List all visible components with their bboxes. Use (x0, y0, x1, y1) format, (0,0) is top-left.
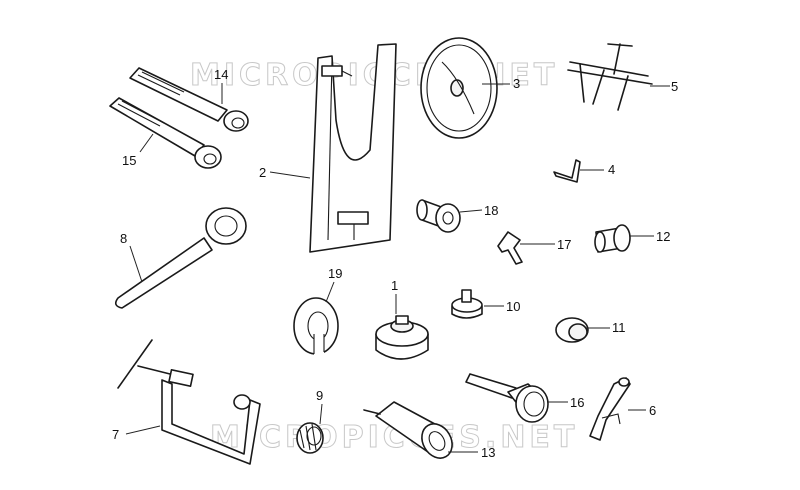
callout-3: 3 (513, 76, 520, 91)
part-8-spanner (114, 207, 247, 309)
leader-19 (325, 281, 335, 303)
leader-7 (125, 425, 161, 435)
callout-12: 12 (656, 229, 670, 244)
callout-14: 14 (214, 67, 228, 82)
callout-10: 10 (506, 299, 520, 314)
callout-15: 15 (122, 153, 136, 168)
callout-6: 6 (649, 403, 656, 418)
part-19-washer (293, 297, 339, 356)
callout-16: 16 (570, 395, 584, 410)
part-6-gear-lever (589, 377, 631, 441)
part-12-pin (594, 224, 631, 253)
callout-1: 1 (391, 278, 398, 293)
part-13-cylinder (363, 401, 453, 459)
callout-9: 9 (316, 388, 323, 403)
callout-19: 19 (328, 266, 342, 281)
callout-8: 8 (120, 231, 127, 246)
leader-15 (139, 133, 154, 153)
callout-7: 7 (112, 427, 119, 442)
part-11-ring (555, 317, 589, 343)
part-15-bolt (109, 97, 222, 169)
leader-2 (269, 171, 311, 179)
part-1-bell-tool (375, 315, 429, 360)
part-14-bolt (129, 67, 249, 132)
part-7-clamp (117, 339, 261, 465)
callout-18: 18 (484, 203, 498, 218)
part-17-hook (497, 231, 523, 265)
part-5-puller (567, 43, 653, 111)
callout-11: 11 (612, 320, 626, 335)
callout-5: 5 (671, 79, 678, 94)
leader-9 (319, 403, 323, 425)
callout-13: 13 (481, 445, 495, 460)
callout-4: 4 (608, 162, 615, 177)
part-2-fork-plate (309, 43, 397, 253)
part-16-sleeve (465, 373, 549, 423)
leader-18 (459, 209, 483, 213)
callout-2: 2 (259, 165, 266, 180)
leader-8 (129, 245, 143, 283)
part-18-bushing (416, 199, 461, 233)
callout-17: 17 (557, 237, 571, 252)
part-4-bracket (553, 159, 581, 183)
part-3-degree-wheel (420, 37, 498, 139)
part-9-knurled-nut (296, 422, 324, 454)
part-10-cap (451, 289, 483, 319)
